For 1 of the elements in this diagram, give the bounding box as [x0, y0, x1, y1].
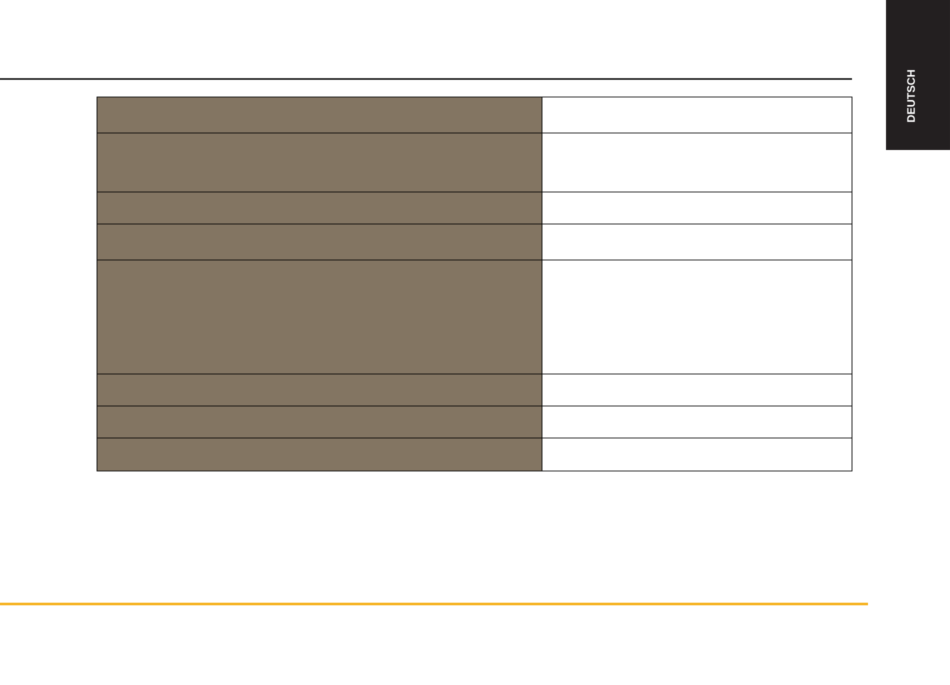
- language-tab: DEUTSCH: [886, 0, 950, 150]
